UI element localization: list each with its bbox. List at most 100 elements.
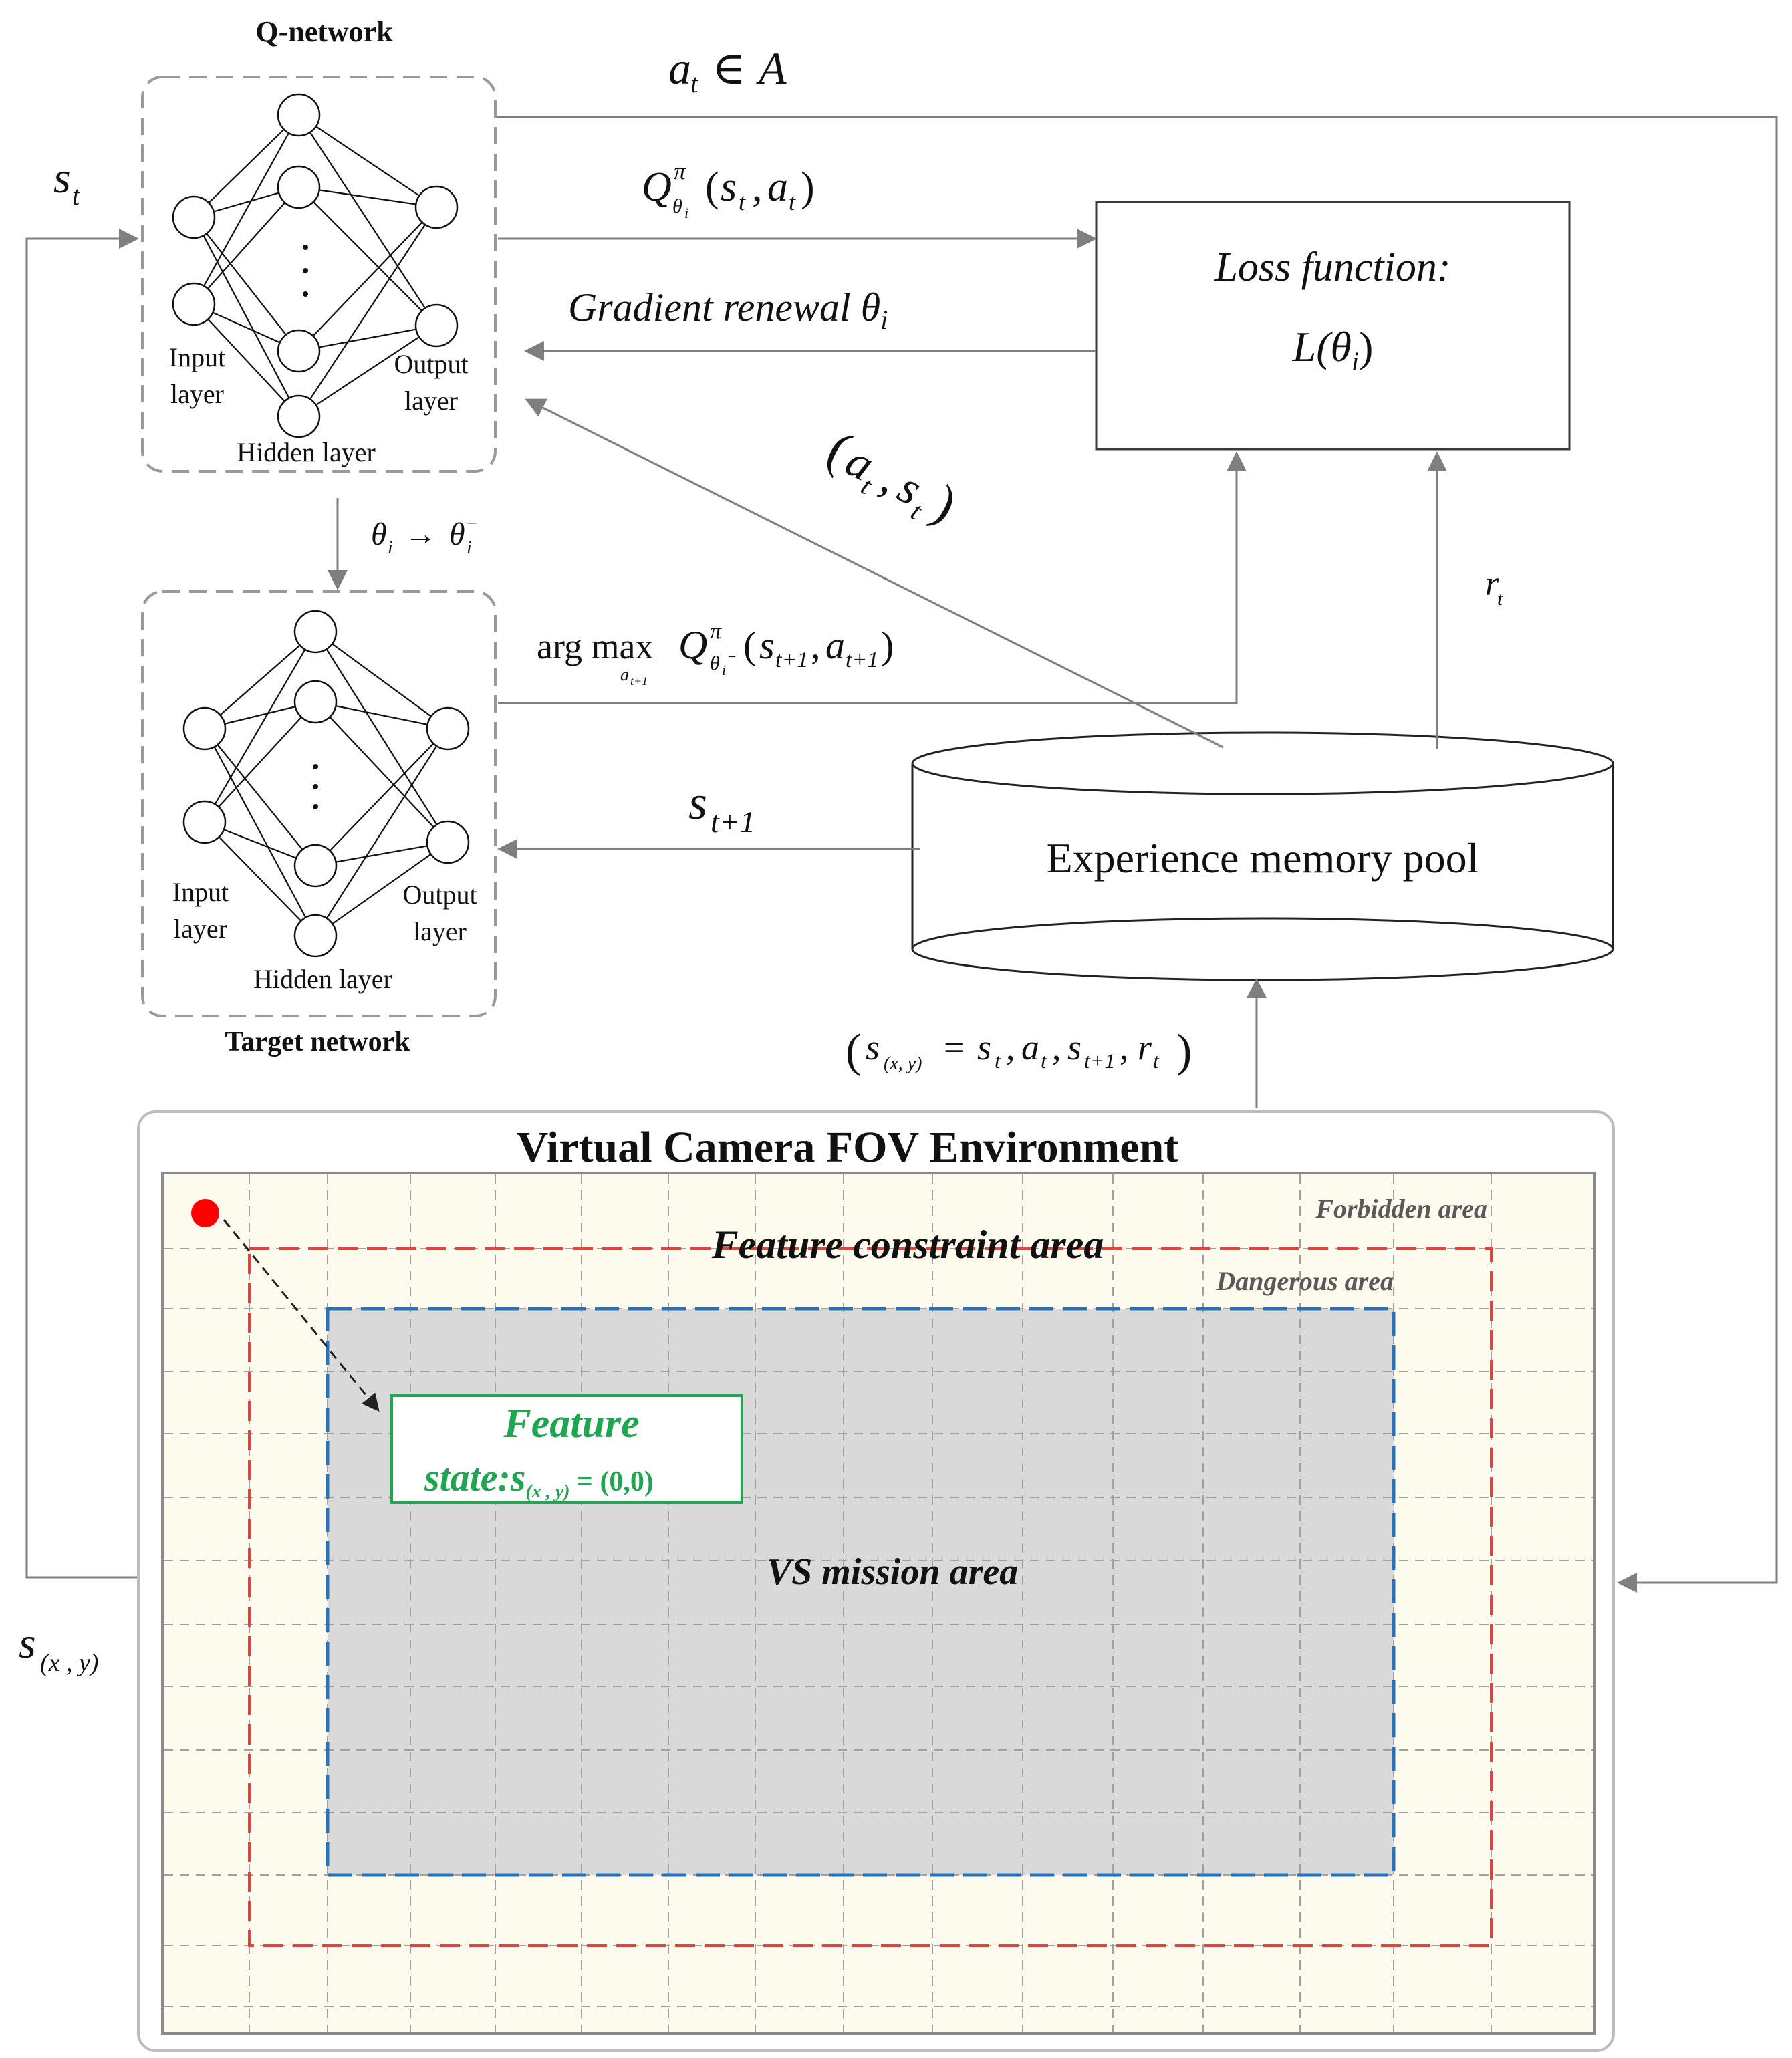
svg-text:s: s: [866, 1027, 880, 1067]
svg-text:,: ,: [1120, 1027, 1129, 1067]
q-network-hidden-node: [277, 394, 321, 438]
svg-text:t: t: [72, 180, 80, 211]
q-network-input-node: [172, 282, 216, 326]
svg-text:i: i: [388, 537, 393, 558]
svg-text:−: −: [467, 513, 477, 534]
target-network-box: [141, 590, 497, 1017]
svg-text:,: ,: [811, 624, 821, 667]
target-network-hidden-label: Hidden layer: [253, 964, 392, 994]
svg-text:a: a: [668, 43, 691, 94]
svg-text:s: s: [977, 1027, 991, 1067]
action-line: [497, 116, 1778, 1593]
target-network-connection: [315, 701, 449, 843]
q-network-hidden-node: [277, 93, 321, 137]
sample-arrow: [525, 398, 1224, 749]
svg-text:s: s: [1067, 1027, 1081, 1067]
feature-path-arrow: [223, 1219, 380, 1412]
target-network-connection: [204, 728, 316, 936]
svg-text:r: r: [1138, 1027, 1152, 1067]
svg-text:Q: Q: [678, 623, 707, 667]
target-network-hidden-node: [293, 610, 338, 654]
svg-text:i: i: [467, 537, 472, 558]
feature-state-box: [390, 1394, 743, 1504]
svg-text:(: (: [705, 164, 719, 210]
next-state-label: s t+1: [688, 776, 755, 839]
svg-text:=: =: [944, 1027, 964, 1067]
q-network-connection: [298, 324, 437, 352]
svg-text:A: A: [756, 43, 787, 94]
q-network-connection: [193, 114, 299, 218]
svg-text:t: t: [1041, 1049, 1047, 1073]
target-network-ellipsis-dot: [313, 804, 318, 809]
svg-text:t: t: [739, 188, 746, 215]
svg-text:→: →: [404, 517, 436, 552]
mission-area-label: VS mission area: [767, 1551, 1019, 1593]
reward-label: r t: [1485, 565, 1503, 610]
q-network-input-label-2: layer: [170, 379, 224, 409]
svg-text:t: t: [995, 1049, 1001, 1073]
target-network-graph: [182, 610, 470, 958]
svg-text:π: π: [710, 619, 722, 644]
target-network-output-node: [426, 706, 470, 751]
q-network-input-label-1: Input: [169, 342, 225, 372]
svg-text:,: ,: [752, 164, 763, 210]
svg-text:a: a: [1021, 1027, 1039, 1067]
svg-text:θ: θ: [672, 195, 682, 217]
q-network-hidden-node: [277, 165, 321, 209]
q-network-connection: [298, 186, 437, 209]
target-network-connection: [204, 821, 316, 936]
target-network-output-label-1: Output: [402, 880, 477, 910]
q-network-connection: [298, 114, 437, 208]
q-network-title: Q-network: [255, 15, 393, 48]
q-network-ellipsis-dot: [303, 268, 308, 273]
environment-title: Virtual Camera FOV Environment: [517, 1123, 1179, 1172]
svg-text:(x , y): (x , y): [40, 1649, 99, 1677]
svg-text:−: −: [728, 648, 736, 665]
q-network-ellipsis-dot: [303, 291, 308, 297]
q-network-graph: [172, 93, 459, 438]
target-network-hidden-node: [293, 680, 338, 724]
svg-text:t+1: t+1: [711, 805, 755, 839]
q-network-connection: [298, 207, 437, 417]
svg-text:t: t: [1153, 1049, 1160, 1073]
svg-text:s: s: [721, 164, 737, 210]
svg-text:t+1: t+1: [1084, 1049, 1115, 1073]
q-network-connection: [193, 303, 299, 417]
svg-text:t+1: t+1: [630, 674, 648, 688]
state-label: s t: [53, 154, 80, 211]
target-network-connection: [315, 631, 449, 729]
svg-text:t+1: t+1: [846, 648, 878, 672]
loss-function-box: [1095, 201, 1571, 451]
q-network-connection: [298, 325, 437, 417]
dangerous-boundary: [326, 1307, 1396, 1877]
q-network-input-node: [172, 195, 216, 239]
target-network-connection: [315, 841, 449, 867]
action-label: a t ∈ A: [668, 43, 787, 98]
target-network-connection: [315, 728, 449, 866]
svg-text:t+1: t+1: [775, 648, 808, 672]
feature-state-label: s (x , y): [19, 1619, 99, 1677]
loss-function-title: Loss function:: [1214, 245, 1450, 290]
svg-text:s: s: [19, 1619, 36, 1668]
feature-state-line2: state:s(x , y) = (0,0): [424, 1456, 654, 1502]
svg-text:arg max: arg max: [537, 626, 653, 666]
svg-text:θ: θ: [371, 517, 387, 552]
target-network-connection: [204, 701, 316, 823]
argmax-label: arg max a t+1 Q π θ i − ( s t+1 , a t+1 …: [537, 619, 894, 688]
target-network-connection: [204, 631, 316, 729]
svg-text:t: t: [1497, 588, 1503, 610]
target-network-input-label-1: Input: [172, 877, 229, 907]
svg-text:): ): [801, 164, 815, 210]
target-network-title: Target network: [225, 1027, 410, 1057]
target-network-ellipsis-dot: [313, 764, 318, 769]
target-network-connection: [204, 728, 316, 866]
q-network-connection: [193, 217, 299, 417]
loss-function-formula: L(θi): [1292, 323, 1374, 376]
svg-text:r: r: [1485, 565, 1499, 603]
target-network-output-node: [426, 820, 470, 864]
q-network-output-node: [414, 303, 459, 348]
target-network-input-node: [182, 800, 227, 844]
q-network-connection: [193, 186, 299, 305]
svg-text:): ): [924, 474, 967, 533]
